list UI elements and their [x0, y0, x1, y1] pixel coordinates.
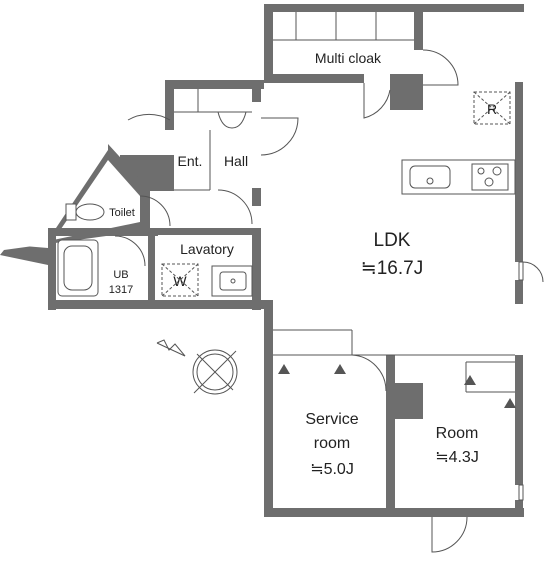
- label-room-area: ≒4.3J: [435, 449, 479, 466]
- ub-door: [114, 235, 146, 267]
- exterior-door-top: [422, 49, 459, 86]
- label-room: Room: [436, 425, 479, 442]
- wall-cloak-left: [264, 4, 273, 82]
- label-lavatory: Lavatory: [180, 241, 234, 257]
- burner-1: [477, 167, 485, 175]
- wall-ldk-left-mid: [252, 188, 261, 206]
- wall-hall-left: [165, 80, 174, 130]
- basin-drain: [230, 278, 236, 284]
- wall-ub-lavatory: [148, 228, 155, 300]
- label-hall: Hall: [224, 153, 248, 169]
- wall-ub-top: [48, 228, 158, 236]
- label-washer: W: [173, 273, 187, 289]
- balcony-door: [522, 261, 544, 283]
- wall-cloak-bottom: [264, 74, 364, 83]
- label-toilet: Toilet: [109, 207, 135, 219]
- bathtub-inner: [63, 245, 93, 291]
- fixtures: [57, 91, 516, 297]
- label-ldk: LDK: [374, 230, 411, 251]
- washer-diagonal-1: [161, 263, 199, 297]
- refrigerator-diagonal-2: [473, 91, 511, 125]
- wall-room-right: [515, 355, 523, 485]
- wall-ldk-right-lower: [515, 280, 523, 304]
- service-closet-door-mark: [278, 364, 290, 374]
- wall-top: [264, 4, 524, 12]
- wall-lavatory-top: [148, 228, 258, 235]
- wall-room-right-low: [515, 500, 523, 517]
- wall-cloak-right: [414, 4, 423, 50]
- sink-drain: [426, 177, 434, 185]
- label-service-room-1: Service: [305, 411, 358, 428]
- hall-door: [260, 117, 299, 156]
- room-closet-door-mark: [464, 375, 476, 385]
- wall-ldk-right: [515, 82, 523, 262]
- burner-3: [484, 177, 494, 187]
- wall-column: [390, 74, 423, 110]
- wall-entrance-ledge: [140, 155, 174, 165]
- label-service-room-2: room: [314, 435, 350, 452]
- wall-ub-left: [48, 228, 56, 310]
- service-door: [351, 354, 387, 392]
- label-entrance: Ent.: [178, 153, 203, 169]
- wall-service-left: [264, 300, 273, 516]
- toilet-tank: [65, 203, 77, 221]
- ldk-window: [518, 261, 524, 281]
- label-unit-bath: UB: [113, 269, 128, 281]
- toilet-door: [139, 195, 171, 227]
- wall-bottom-left: [48, 300, 273, 309]
- label-service-room-area: ≒5.0J: [310, 461, 354, 478]
- cloak-door: [363, 83, 391, 119]
- burner-2: [492, 166, 502, 176]
- room-exterior-door: [431, 516, 468, 553]
- wall-room-divider: [386, 355, 395, 516]
- wall-ldk-left-bottom: [252, 228, 261, 310]
- entrance-door: [127, 113, 171, 121]
- lavatory-door: [217, 189, 253, 225]
- compass-north-icon: [156, 339, 238, 395]
- hall-shelf-doors: [217, 111, 247, 129]
- washer-diagonal-2: [161, 263, 199, 297]
- refrigerator-diagonal-1: [473, 91, 511, 125]
- service-closet-door-mark-2: [334, 364, 346, 374]
- toilet-floor: [24, 160, 140, 248]
- label-multi-cloak: Multi cloak: [315, 50, 382, 66]
- doors: [114, 49, 544, 553]
- room-window: [518, 484, 524, 501]
- label-fridge: R: [487, 101, 497, 117]
- wall-hall-top: [165, 80, 264, 89]
- partitions: [174, 12, 524, 501]
- wall-ldk-left-top: [252, 82, 261, 102]
- wall-room-column: [395, 383, 423, 419]
- label-ldk-area: ≒16.7J: [361, 258, 423, 279]
- label-unit-bath-size: 1317: [109, 284, 133, 296]
- toilet-icon: [75, 203, 105, 221]
- room-closet-door-mark-2: [504, 398, 516, 408]
- kitchen-sink-icon: [409, 165, 451, 189]
